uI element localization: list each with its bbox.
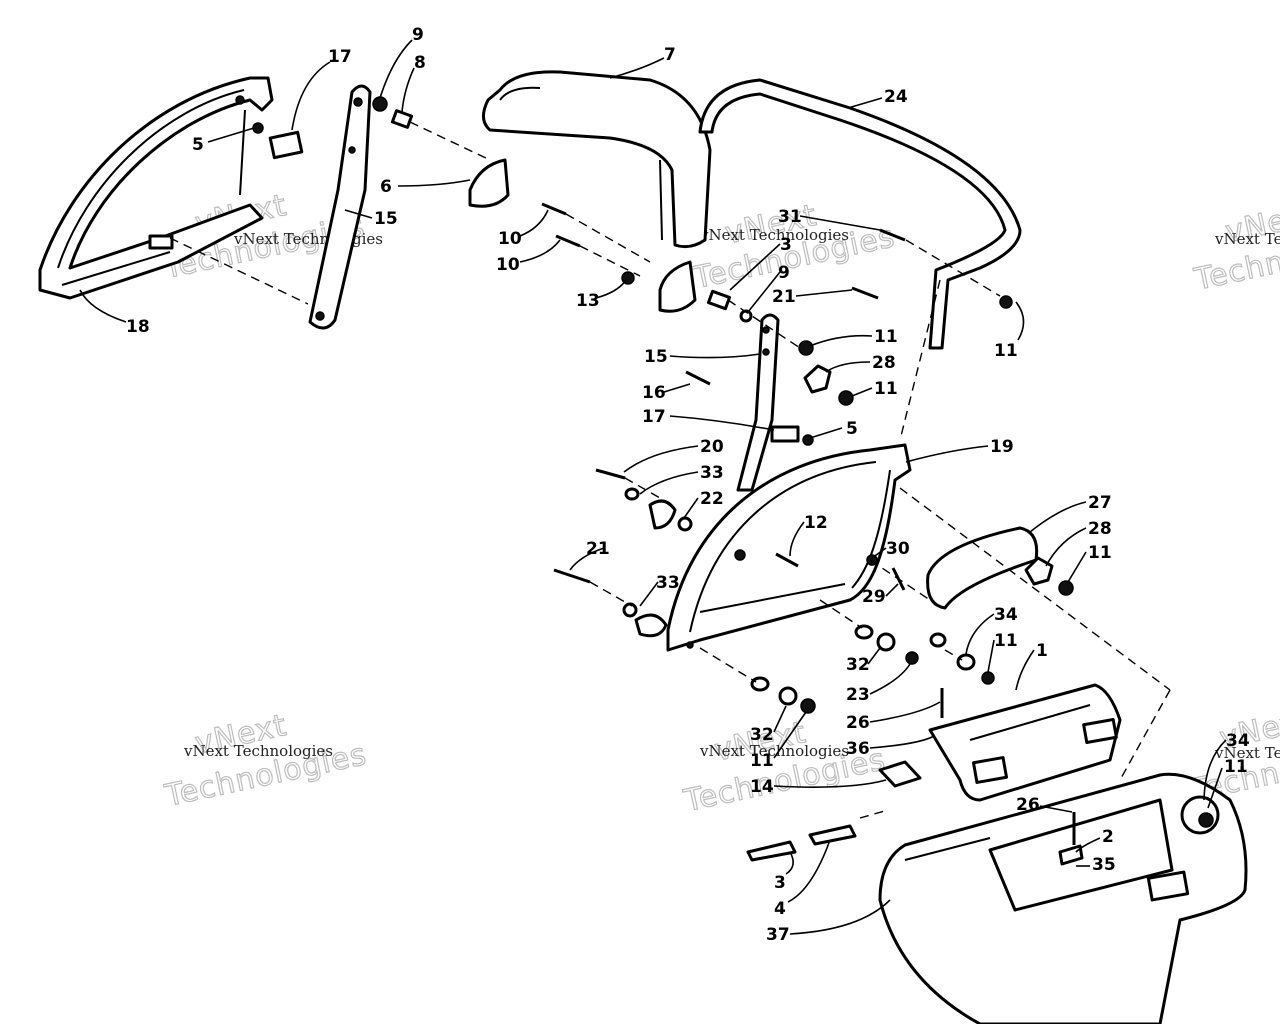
callout-23: 23	[846, 685, 870, 705]
callout-17b: 17	[642, 407, 666, 427]
bolt-8	[390, 109, 414, 129]
callout-37: 37	[766, 925, 790, 945]
callout-13: 13	[576, 291, 600, 311]
callout-19: 19	[990, 437, 1014, 457]
watermark-caption-5: vNext Technologies	[699, 742, 849, 760]
callout-36: 36	[846, 739, 870, 759]
fasteners	[541, 202, 1084, 866]
callout-20: 20	[700, 437, 724, 457]
callout-31: 31	[778, 207, 802, 227]
callout-11c: 11	[874, 379, 898, 399]
washer-9	[372, 96, 388, 112]
watermark-caption-2: vNext Technologies	[699, 226, 849, 244]
callout-30: 30	[886, 539, 910, 559]
callout-11b: 11	[994, 341, 1018, 361]
callout-10: 10	[498, 229, 522, 249]
callout-17: 17	[328, 47, 352, 67]
decal-4	[808, 824, 857, 846]
callout-12: 12	[804, 513, 828, 533]
callout-33: 33	[700, 463, 724, 483]
storage-box	[878, 772, 1248, 1024]
callout-9: 9	[412, 25, 424, 45]
callout-11f: 11	[750, 751, 774, 771]
callout-11e: 11	[994, 631, 1018, 651]
callout-2: 2	[1102, 827, 1114, 847]
callout-11d: 11	[1088, 543, 1112, 563]
callout-8: 8	[414, 53, 426, 73]
callout-18: 18	[126, 317, 150, 337]
callout-6: 6	[380, 177, 392, 197]
callout-4: 4	[774, 899, 786, 919]
callout-14: 14	[750, 777, 774, 797]
watermark-caption-1: vNext Technologies	[233, 230, 383, 248]
callout-16: 16	[642, 383, 666, 403]
callout-1: 1	[1036, 641, 1048, 661]
callout-28: 28	[872, 353, 896, 373]
watermark-caption-3: vNext Technologies	[1214, 230, 1280, 248]
callout-10b: 10	[496, 255, 520, 275]
callout-11g: 11	[1224, 757, 1248, 777]
tray-lid	[928, 683, 1122, 802]
watermark-caption-6: vNext Technologies	[1214, 744, 1280, 762]
callout-21: 21	[772, 287, 796, 307]
bracket-14	[878, 760, 922, 788]
callout-32: 32	[846, 655, 870, 675]
callout-15: 15	[374, 209, 398, 229]
callout-5: 5	[192, 135, 204, 155]
callout-34: 34	[994, 605, 1018, 625]
callout-5b: 5	[846, 419, 858, 439]
callout-7: 7	[664, 45, 676, 65]
callout-3: 3	[780, 235, 792, 255]
callout-21b: 21	[586, 539, 610, 559]
decal-3	[746, 840, 797, 862]
callout-3b: 3	[774, 873, 786, 893]
callout-15b: 15	[644, 347, 668, 367]
watermark-caption-4: vNext Technologies	[183, 742, 333, 760]
right-arc-bracket	[666, 443, 912, 652]
armrest-pad	[926, 526, 1039, 610]
callout-9b: 9	[778, 263, 790, 283]
callout-28b: 28	[1088, 519, 1112, 539]
callout-29: 29	[862, 587, 886, 607]
callout-24: 24	[884, 87, 908, 107]
left-link-arm	[308, 84, 372, 330]
callout-26b: 26	[1016, 795, 1040, 815]
callout-32b: 32	[750, 725, 774, 745]
callouts: 9 8 17 7 24 5 6 15 10 10 31 3 9 13 18 21…	[79, 25, 1250, 945]
backrest-pad	[468, 70, 712, 313]
callout-11: 11	[874, 327, 898, 347]
callout-35: 35	[1092, 855, 1116, 875]
callout-33b: 33	[656, 573, 680, 593]
callout-22: 22	[700, 489, 724, 509]
assembly-lines	[169, 121, 1171, 819]
callout-34b: 34	[1226, 731, 1250, 751]
small-block-17	[268, 130, 304, 160]
callout-27: 27	[1088, 493, 1112, 513]
callout-26: 26	[846, 713, 870, 733]
left-arc-bracket	[38, 76, 274, 300]
center-link-arm	[736, 313, 780, 492]
